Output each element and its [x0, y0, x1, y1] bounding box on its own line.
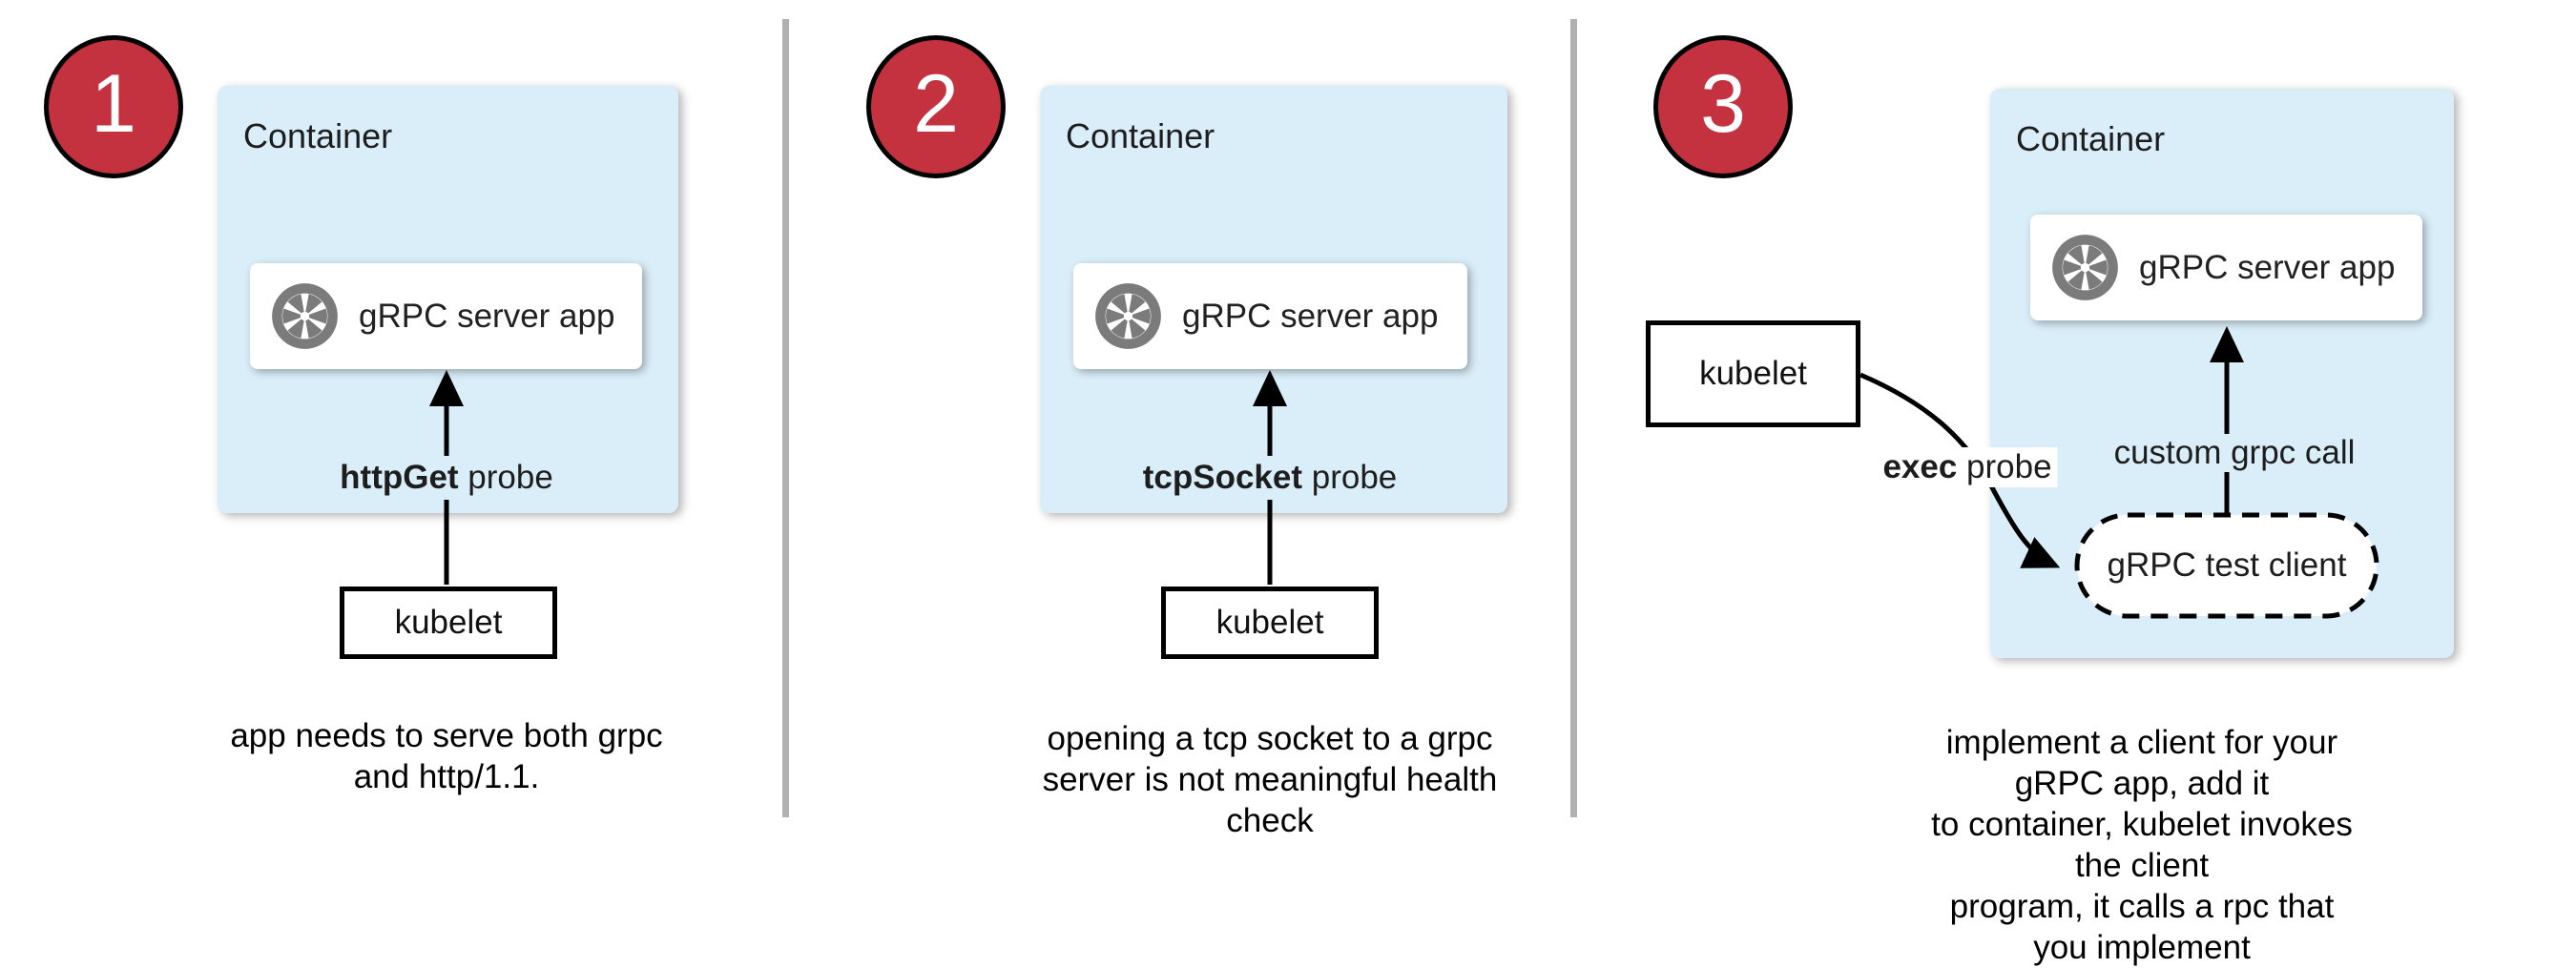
caption-2: opening a tcp socket to a grpc server is… — [1042, 720, 1498, 839]
caption-3: implement a client for your gRPC app, ad… — [1931, 724, 2353, 966]
grpc-test-client-label: gRPC test client — [2107, 546, 2347, 584]
aperture-icon — [2049, 232, 2121, 303]
step-badge-2: 2 — [866, 35, 1006, 178]
container-label: Container — [1066, 116, 1215, 155]
kubelet-label: kubelet — [1215, 604, 1324, 641]
probe-label-exec: exec probe — [1877, 447, 2058, 487]
step-badge-3: 3 — [1653, 35, 1793, 178]
aperture-icon — [1092, 280, 1164, 352]
step-number: 2 — [913, 58, 959, 150]
step-number: 3 — [1700, 58, 1746, 150]
step-number: 1 — [91, 58, 136, 150]
kubelet-box-3: kubelet — [1646, 320, 1860, 427]
kubelet-box-2: kubelet — [1161, 587, 1379, 659]
aperture-icon — [269, 280, 341, 352]
kubelet-label: kubelet — [1699, 355, 1807, 392]
panel-divider-2 — [1570, 19, 1577, 817]
panel-divider-1 — [782, 19, 789, 817]
custom-grpc-call-label: custom grpc call — [2109, 434, 2360, 472]
app-label: gRPC server app — [2139, 248, 2396, 286]
probe-label-httpget: httpGet probe — [334, 458, 559, 498]
container-label: Container — [243, 116, 393, 155]
kubelet-label: kubelet — [394, 604, 503, 641]
caption-1: app needs to serve both grpc and http/1.… — [230, 717, 663, 795]
app-label: gRPC server app — [359, 297, 615, 335]
step-badge-1: 1 — [44, 35, 183, 178]
grpc-server-app-box-1: gRPC server app — [250, 263, 642, 369]
app-label: gRPC server app — [1182, 297, 1439, 335]
grpc-server-app-box-3: gRPC server app — [2030, 215, 2422, 320]
grpc-server-app-box-2: gRPC server app — [1073, 263, 1467, 369]
probe-label-tcpsocket: tcpSocket probe — [1136, 458, 1403, 498]
kubelet-box-1: kubelet — [340, 587, 557, 659]
container-label: Container — [2016, 119, 2166, 158]
